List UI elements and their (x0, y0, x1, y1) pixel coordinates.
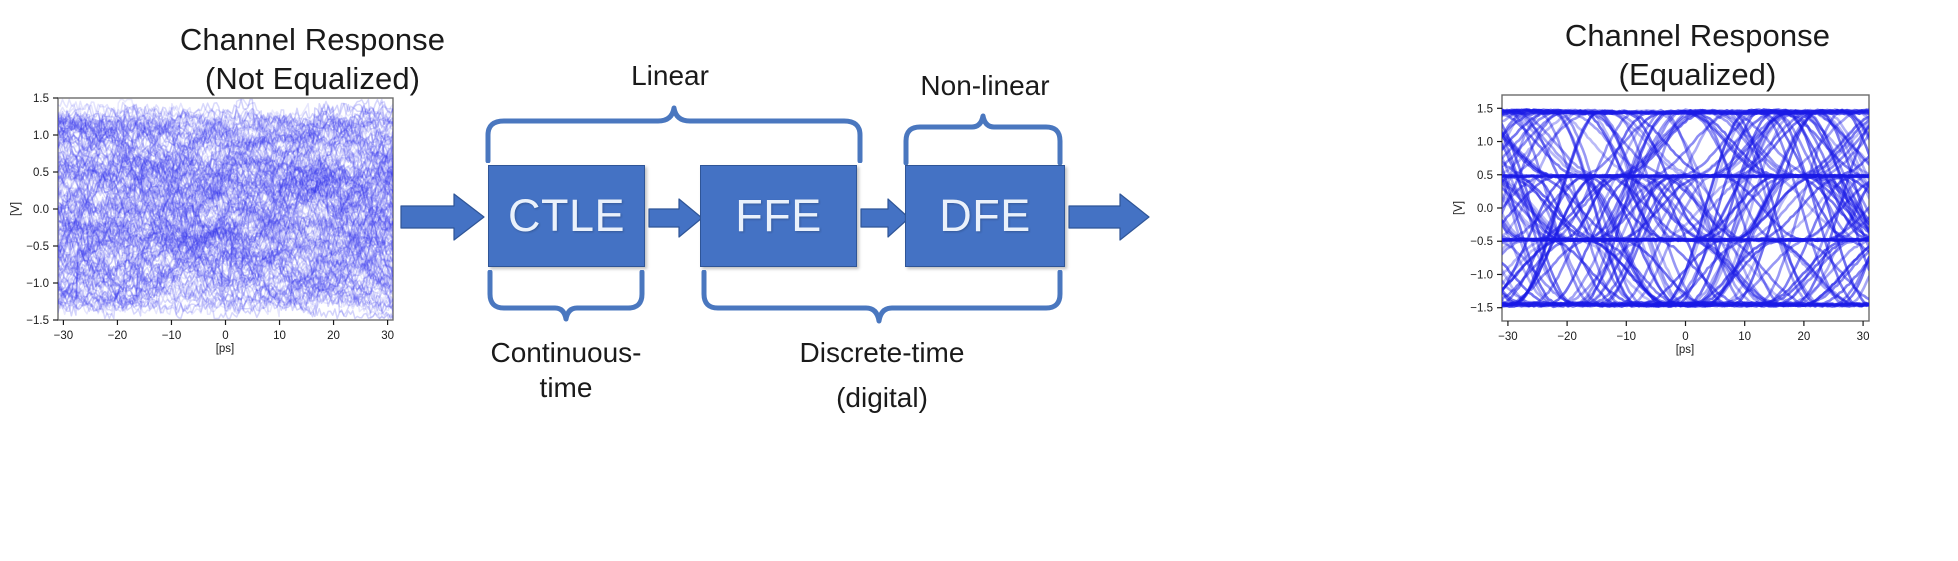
svg-text:0.5: 0.5 (33, 167, 49, 179)
block-ctle[interactable]: CTLE (488, 165, 645, 267)
group-label-nonlinear: Non-linear (920, 70, 1050, 101)
left-eye-diagram: −1.5 −1.0 −0.5 0.0 0.5 1.0 1.5 −30 −20 −10 0 10 20 3… (0, 90, 420, 365)
svg-text:1.0: 1.0 (33, 130, 49, 142)
left-eye-traces (58, 98, 393, 320)
block-dfe[interactable]: DFE (905, 165, 1065, 267)
block-ctle-label: CTLE (507, 190, 626, 241)
block-ffe-label: FFE (735, 190, 822, 241)
svg-text:10: 10 (1738, 331, 1751, 343)
right-x-axis-label: [ps] (1676, 344, 1695, 356)
group-label-discrete-time-line2: (digital) (836, 382, 928, 413)
left-chart-title: Channel Response (Not Equalized) (30, 20, 595, 98)
svg-text:−30: −30 (1498, 331, 1518, 343)
svg-text:0: 0 (1682, 331, 1688, 343)
right-chart-title: Channel Response (Equalized) (1440, 16, 1955, 94)
left-y-axis: −1.5 −1.0 −0.5 0.0 0.5 1.0 1.5 (26, 93, 58, 327)
block-dfe-label: DFE (939, 190, 1031, 241)
left-chart-title-line2: (Not Equalized) (204, 61, 421, 97)
svg-text:0.0: 0.0 (33, 204, 49, 216)
svg-text:20: 20 (1797, 331, 1810, 343)
svg-text:−0.5: −0.5 (26, 241, 49, 253)
svg-text:0.0: 0.0 (1477, 203, 1493, 215)
right-eye-diagram-svg: −1.5 −1.0 −0.5 0.0 0.5 1.0 1.5 −30 −20 −10 0 10 20 3… (1453, 94, 1870, 356)
brace-linear (485, 105, 863, 163)
group-label-discrete-time-line1: Discrete-time (799, 337, 965, 368)
left-x-axis-label: [ps] (216, 343, 235, 355)
left-plot-frame (57, 97, 394, 321)
svg-text:1.5: 1.5 (33, 93, 49, 105)
svg-text:−1.0: −1.0 (1470, 269, 1493, 281)
block-ffe[interactable]: FFE (700, 165, 857, 267)
svg-text:−10: −10 (162, 330, 182, 342)
right-chart-title-line2: (Equalized) (1618, 57, 1777, 93)
svg-text:−20: −20 (1557, 331, 1577, 343)
left-y-axis-label: [V] (10, 202, 22, 216)
svg-text:10: 10 (273, 330, 286, 342)
right-y-axis-label: [V] (1453, 201, 1465, 215)
svg-text:−20: −20 (108, 330, 128, 342)
right-eye-diagram: −1.5 −1.0 −0.5 0.0 0.5 1.0 1.5 −30 −20 −10 0 10 20 3… (1440, 85, 1940, 365)
right-x-axis: −30 −20 −10 0 10 20 30 (1498, 321, 1869, 343)
svg-text:1.0: 1.0 (1477, 137, 1493, 149)
svg-text:−30: −30 (54, 330, 74, 342)
arrow-output (1068, 193, 1150, 241)
brace-discrete-time (701, 270, 1063, 324)
right-eye-traces (1502, 107, 1869, 309)
svg-text:−10: −10 (1617, 331, 1637, 343)
right-y-axis: −1.5 −1.0 −0.5 0.0 0.5 1.0 1.5 (1470, 103, 1502, 315)
arrow-input (400, 193, 485, 241)
group-label-linear: Linear (631, 60, 709, 91)
left-x-axis: −30 −20 −10 0 10 20 30 (54, 320, 394, 342)
svg-text:−1.5: −1.5 (1470, 303, 1493, 315)
svg-text:20: 20 (327, 330, 340, 342)
left-chart-title-line1: Channel Response (179, 22, 446, 57)
group-label-continuous-time: Continuous-time (490, 337, 642, 403)
arrow-ctle-to-ffe (648, 198, 703, 238)
svg-text:−0.5: −0.5 (1470, 236, 1493, 248)
right-chart-title-line1: Channel Response (1564, 18, 1831, 53)
brace-continuous-time (487, 270, 645, 322)
arrow-ffe-to-dfe (860, 198, 910, 238)
svg-text:1.5: 1.5 (1477, 103, 1493, 115)
svg-text:0: 0 (222, 330, 228, 342)
svg-text:30: 30 (381, 330, 394, 342)
svg-text:−1.5: −1.5 (26, 315, 49, 327)
svg-text:0.5: 0.5 (1477, 170, 1493, 182)
group-label-discrete-time: Discrete-time (digital) (782, 335, 982, 415)
brace-nonlinear (903, 113, 1063, 165)
svg-text:30: 30 (1857, 331, 1870, 343)
svg-text:−1.0: −1.0 (26, 278, 49, 290)
left-eye-diagram-svg: −1.5 −1.0 −0.5 0.0 0.5 1.0 1.5 −30 −20 −10 0 10 20 3… (10, 93, 394, 355)
